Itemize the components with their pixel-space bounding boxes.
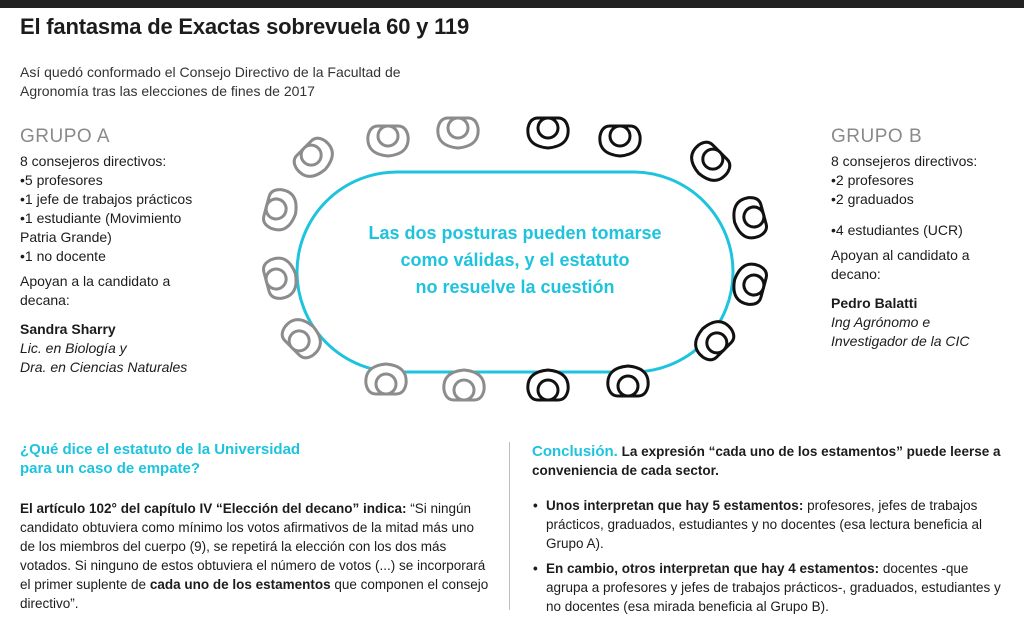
group-b-panel: GRUPO B 8 consejeros directivos: •2 prof…: [831, 127, 1016, 351]
group-b-credential: Investigador de la CIC: [831, 333, 970, 349]
statute-question-line: para un caso de empate?: [20, 460, 201, 477]
person-icon: [742, 273, 766, 297]
person-icon: [742, 205, 766, 229]
group-a-credential: Lic. en Biología y: [20, 340, 127, 356]
person-icon: [299, 143, 323, 167]
seat-group-a: [292, 136, 334, 178]
seat-group-a: [442, 368, 486, 402]
seat-group-b: [690, 140, 732, 182]
person-icon: [701, 147, 725, 171]
person-icon: [374, 372, 398, 396]
group-a-panel: GRUPO A 8 consejeros directivos: •5 prof…: [20, 127, 260, 377]
conclusion-intro-text: La expresión “cada uno de los estamentos…: [532, 444, 1001, 478]
seat-group-b: [526, 368, 570, 402]
group-b-support: decano:: [831, 266, 881, 282]
council-table: [295, 170, 735, 374]
conclusion-bullet: • Unos interpretan que hay 5 estamentos:…: [532, 496, 1002, 553]
seat-group-a: [262, 188, 298, 232]
bullet-marker: •: [533, 498, 538, 513]
person-icon: [608, 124, 632, 148]
column-divider: [509, 442, 510, 610]
person-icon: [536, 116, 560, 140]
group-a-item: •1 jefe de trabajos prácticos: [20, 191, 193, 207]
top-bar: [0, 0, 1024, 8]
statute-question-line: ¿Qué dice el estatuto de la Universidad: [20, 441, 301, 458]
group-a-support: decana:: [20, 292, 70, 308]
table-text-line: Las dos posturas pueden tomarse: [368, 223, 661, 243]
statute-quote-tail: que componen el consejo directivo”.: [20, 577, 489, 611]
page-subtitle: Así quedó conformado el Consejo Directiv…: [20, 64, 401, 99]
group-a-item: •1 estudiante (Movimiento: [20, 210, 182, 226]
statute-quote: El artículo 102° del capítulo IV “Elecci…: [20, 499, 490, 613]
person-icon: [264, 267, 288, 291]
person-icon: [376, 124, 400, 148]
conclusion-list: • Unos interpretan que hay 5 estamentos:…: [532, 496, 1002, 622]
statute-quote-text: “Si ningún candidato obtuviera como míni…: [20, 501, 486, 592]
group-b-candidate: Pedro Balatti: [831, 295, 918, 311]
statute-quote-emphasis: cada uno de los estamentos: [149, 577, 331, 592]
council-table-diagram: Las dos posturas pueden tomarse como vál…: [262, 116, 768, 402]
bullet-marker: •: [533, 561, 538, 576]
group-a-credential: Dra. en Ciencias Naturales: [20, 359, 188, 375]
group-a-candidate: Sandra Sharry: [20, 321, 116, 337]
statute-question-heading: ¿Qué dice el estatuto de la Universidad …: [20, 440, 440, 478]
statute-article-lead: El artículo 102° del capítulo IV “Elecci…: [20, 501, 407, 516]
conclusion-bullet: • En cambio, otros interpretan que hay 4…: [532, 559, 1002, 616]
person-icon: [705, 331, 729, 355]
group-b-item: •4 estudiantes (UCR): [831, 222, 963, 238]
seat-group-a: [364, 362, 408, 396]
person-icon: [446, 116, 470, 140]
group-a-count: 8 consejeros directivos:: [20, 153, 167, 169]
seat-group-b: [732, 196, 768, 240]
person-icon: [452, 378, 476, 402]
group-b-item: •2 profesores: [831, 172, 914, 188]
conclusion-bullet-lead: En cambio, otros interpretan que hay 4 e…: [546, 561, 880, 576]
group-b-count: 8 consejeros directivos:: [831, 153, 978, 169]
seat-group-b: [526, 116, 570, 150]
conclusion-intro: Conclusión. La expresión “cada uno de lo…: [532, 442, 1002, 480]
conclusion-heading: Conclusión.: [532, 443, 618, 460]
seat-group-a: [280, 318, 322, 360]
seat-group-a: [262, 256, 298, 300]
group-b-support: Apoyan al candidato a: [831, 247, 970, 263]
seat-group-a: [366, 124, 410, 158]
person-icon: [536, 378, 560, 402]
seat-group-b: [694, 320, 736, 362]
page-title: El fantasma de Exactas sobrevuela 60 y 1…: [20, 14, 469, 39]
conclusion-bullet-lead: Unos interpretan que hay 5 estamentos:: [546, 498, 804, 513]
seat-group-b: [606, 364, 650, 398]
group-a-item: Patria Grande): [20, 229, 112, 245]
group-a-heading: GRUPO A: [20, 126, 111, 147]
group-b-heading: GRUPO B: [831, 126, 923, 147]
person-icon: [616, 374, 640, 398]
seat-group-b: [732, 262, 768, 306]
person-icon: [287, 329, 311, 353]
table-text-line: no resuelve la cuestión: [415, 277, 614, 297]
group-b-item: •2 graduados: [831, 191, 914, 207]
group-a-item: •1 no docente: [20, 248, 106, 264]
conclusion-bullet-text: profesores, jefes de trabajos prácticos,…: [546, 498, 983, 551]
person-icon: [264, 197, 288, 221]
group-a-item: •5 profesores: [20, 172, 103, 188]
table-text-line: como válidas, y el estatuto: [400, 250, 629, 270]
seat-group-b: [598, 124, 642, 158]
conclusion-bullet-text: docentes -que agrupa a profesores y jefe…: [546, 561, 1001, 614]
group-b-credential: Ing Agrónomo e: [831, 314, 931, 330]
group-a-support: Apoyan a la candidato a: [20, 273, 171, 289]
seat-group-a: [436, 116, 480, 150]
